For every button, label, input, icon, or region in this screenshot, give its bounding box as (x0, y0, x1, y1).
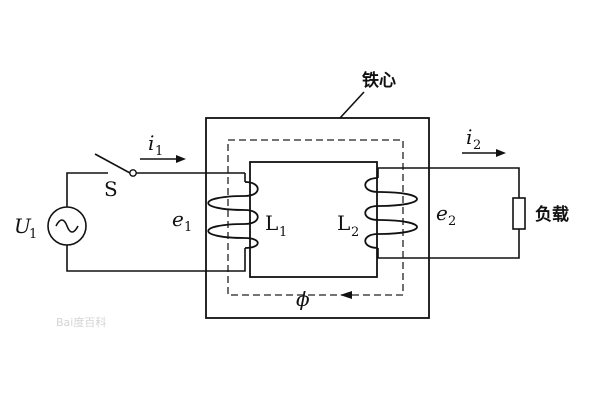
flux-arrow (340, 291, 352, 299)
load-resistor (512, 197, 526, 230)
source-label: U (14, 214, 32, 238)
switch-label: S (104, 177, 118, 201)
e2-label-sub: 2 (448, 214, 456, 229)
core-label: 铁心 (362, 70, 396, 91)
secondary-coil (364, 177, 418, 249)
L1-label-sub: 1 (279, 225, 287, 240)
watermark: Bai度百科 (56, 315, 106, 329)
source-label-sub: 1 (29, 227, 37, 242)
secondary-bottom-wire (377, 229, 520, 259)
core-outer (205, 117, 430, 319)
load-label: 负载 (535, 204, 569, 225)
e1-label-sub: 1 (184, 220, 192, 235)
primary-top-wire (66, 172, 108, 207)
e2-label: e (436, 201, 448, 225)
e1-label: e (172, 207, 184, 231)
i1-label-sub: 1 (155, 144, 163, 159)
switch-blade (94, 153, 131, 174)
switch-contact (129, 169, 137, 177)
core-leader (339, 91, 365, 119)
i2-label-sub: 2 (473, 138, 481, 153)
secondary-top-wire (377, 167, 520, 198)
primary-coil (207, 181, 259, 249)
L2-label-sub: 2 (351, 225, 359, 240)
i1-label: i (148, 131, 154, 155)
L2-label: L (337, 211, 350, 235)
i2-label: i (466, 125, 472, 149)
flux-label: ϕ (296, 287, 310, 311)
ac-symbol (55, 219, 79, 233)
L1-label: L (265, 211, 278, 235)
i2-arrowhead (496, 149, 506, 157)
i1-arrowhead (176, 155, 186, 163)
primary-bottom-wire (66, 245, 246, 272)
